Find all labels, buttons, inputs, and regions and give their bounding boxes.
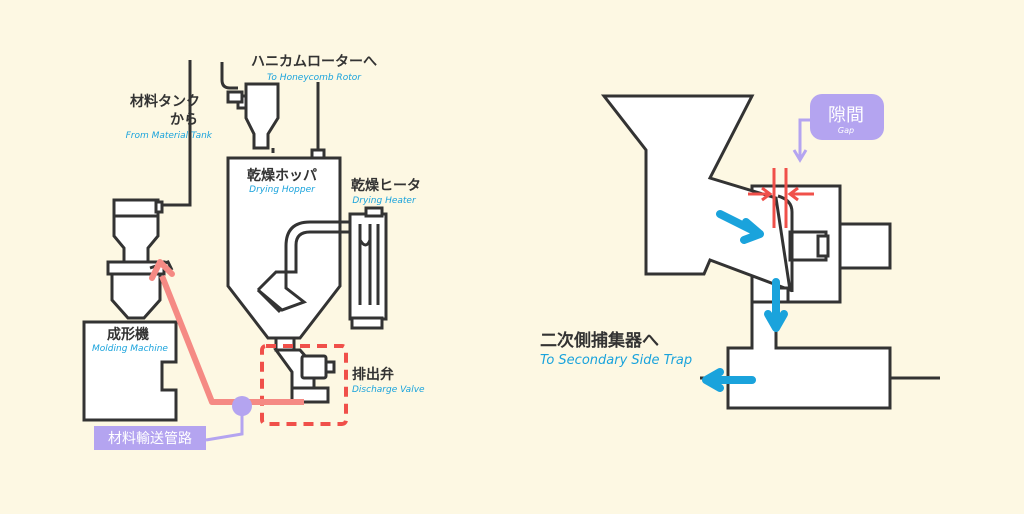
discharge-valve-highlight <box>260 344 348 426</box>
conveyor-label-box <box>94 426 206 450</box>
molding-en-label: Molding Machine <box>92 344 168 354</box>
rotor-pipe-left <box>220 62 238 90</box>
drying-hopper <box>226 156 342 340</box>
drying-heater <box>348 206 388 330</box>
gap-jp-label: 隙間 <box>828 105 864 126</box>
gap-label-box <box>810 94 884 140</box>
heater-inner-pipe <box>256 230 368 292</box>
heater-en-label: Drying Heater <box>352 196 417 206</box>
from-tank-jp-label-line2: から <box>170 112 198 128</box>
right-valve-detail: 隙間 Gap 二次側捕集器へ To Secondary Side Trap <box>540 94 940 410</box>
conveyor-pointer-line <box>205 414 244 442</box>
valve-jp-label: 排出弁 <box>352 366 394 383</box>
hopper-inner-cone <box>256 288 282 314</box>
hopper-jp-label: 乾燥ホッパ <box>247 167 317 184</box>
secondary-trap-box <box>726 300 892 410</box>
from-tank-en-label: From Material Tank <box>126 131 213 141</box>
material-tank-pipe <box>158 60 192 207</box>
material-flow-line <box>159 274 304 405</box>
secondary-jp-label: 二次側捕集器へ <box>540 330 659 351</box>
gap-arrow-left <box>748 186 773 202</box>
to-rotor-en-label: To Honeycomb Rotor <box>267 73 362 83</box>
molding-jp-label: 成形機 <box>107 326 149 343</box>
hopper-en-label: Drying Hopper <box>249 185 316 195</box>
to-rotor-jp-label: ハニカムローターへ <box>251 54 377 70</box>
air-flow-arrow-diagonal <box>716 210 764 244</box>
air-flow-arrow-down <box>764 278 788 332</box>
from-tank-jp-label-line1: 材料タンク <box>130 93 200 110</box>
flapper-plate <box>777 194 794 292</box>
valve-en-label: Discharge Valve <box>352 385 425 395</box>
heater-outer-pipe <box>257 220 372 312</box>
air-flow-arrow-left <box>702 368 756 392</box>
left-system-diagram: ハニカムローターへ To Honeycomb Rotor 材料タンク から Fr… <box>82 54 425 450</box>
molding-loader <box>106 198 174 320</box>
conveyor-pointer-dot <box>232 396 252 416</box>
heater-jp-label: 乾燥ヒータ <box>351 177 421 194</box>
material-flow-arrowhead <box>149 259 175 281</box>
gap-arrow-right <box>787 186 814 202</box>
molding-machine <box>82 320 178 422</box>
gap-pointer <box>792 118 810 163</box>
hopper-top-port <box>310 148 326 160</box>
conveyor-label: 材料輸送管路 <box>108 431 192 447</box>
hopper-loader <box>226 82 280 150</box>
gap-en-label: Gap <box>838 126 854 135</box>
valve-motor-box <box>838 222 892 270</box>
secondary-en-label: To Secondary Side Trap <box>540 353 692 368</box>
